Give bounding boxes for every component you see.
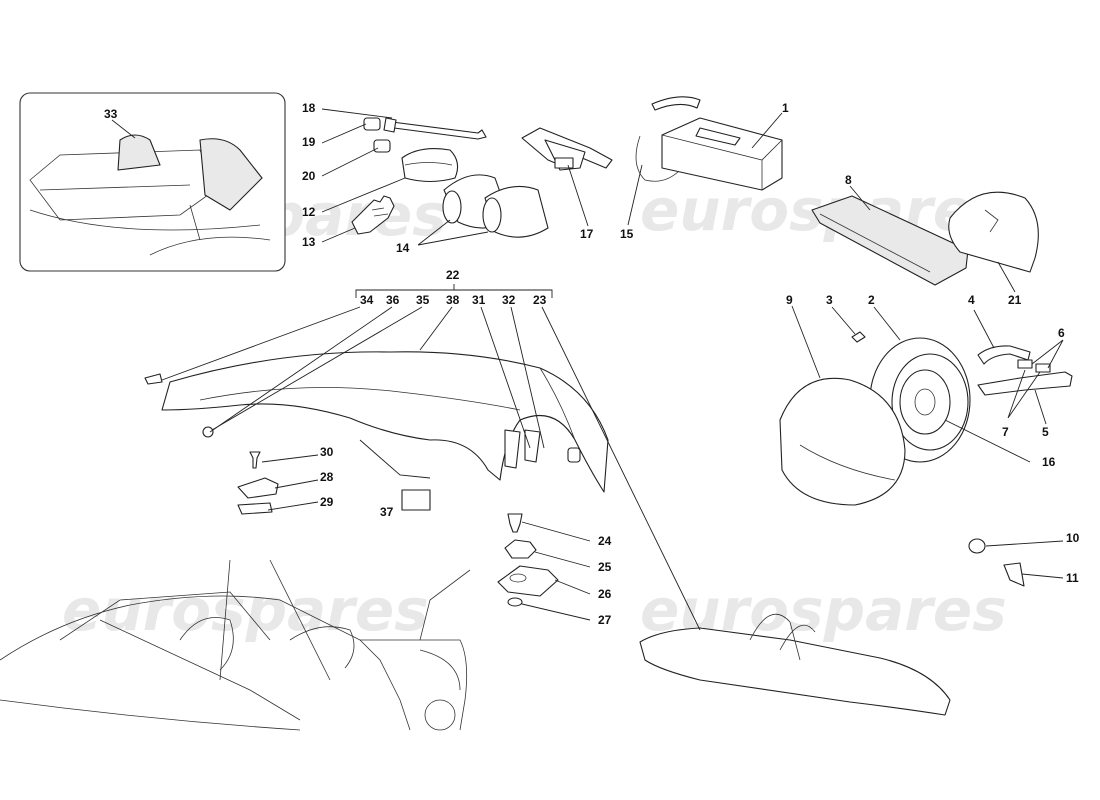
callout-24: 24	[598, 534, 612, 548]
callout-2: 2	[868, 293, 875, 307]
callout-26: 26	[598, 587, 612, 601]
callout-labels: 1 2 3 4 5 6 7 8 9 10 11 12 13 14 15 16 1…	[104, 101, 1080, 627]
callout-22: 22	[446, 268, 460, 282]
label-37[interactable]	[401, 489, 431, 511]
callout-28: 28	[320, 470, 334, 484]
callout-37: 37	[380, 505, 394, 519]
socket-20[interactable]	[373, 139, 391, 153]
battery-bag-1[interactable]	[661, 117, 783, 191]
bolt-24[interactable]	[507, 513, 523, 533]
callout-30: 30	[320, 445, 334, 459]
leader-lines	[111, 108, 1064, 631]
callout-5: 5	[1042, 425, 1049, 439]
badge-10[interactable]	[968, 538, 986, 554]
mat-8[interactable]	[811, 195, 969, 286]
bolt-30[interactable]	[249, 451, 261, 469]
wheel-bag-9[interactable]	[779, 377, 906, 506]
hardtop-cover[interactable]	[161, 351, 609, 493]
storage-bag-23[interactable]	[639, 613, 951, 716]
callout-34: 34	[360, 293, 374, 307]
gloves-13[interactable]	[351, 195, 395, 235]
callout-1: 1	[782, 101, 789, 115]
jack-17[interactable]	[521, 127, 613, 171]
car-outline	[0, 559, 471, 731]
cloth-rolls-14[interactable]	[442, 174, 549, 238]
callout-31: 31	[472, 293, 486, 307]
washer-27[interactable]	[507, 597, 523, 607]
callout-7: 7	[1002, 425, 1009, 439]
callout-33: 33	[104, 107, 118, 121]
callout-18: 18	[302, 101, 316, 115]
nut-35-36[interactable]	[202, 426, 214, 438]
pin-34[interactable]	[144, 373, 163, 385]
callout-8: 8	[845, 173, 852, 187]
badge-11[interactable]	[1003, 562, 1025, 587]
callout-29: 29	[320, 495, 334, 509]
callout-38: 38	[446, 293, 460, 307]
clip-6-7[interactable]	[1017, 359, 1051, 373]
strap-5[interactable]	[977, 371, 1073, 396]
callout-10: 10	[1066, 531, 1080, 545]
tool-pouch-12[interactable]	[401, 148, 459, 183]
callout-12: 12	[302, 205, 316, 219]
callout-19: 19	[302, 135, 316, 149]
spare-cover-21[interactable]	[948, 191, 1039, 273]
callout-20: 20	[302, 169, 316, 183]
callout-14: 14	[396, 241, 410, 255]
callout-35: 35	[416, 293, 430, 307]
bracket-26[interactable]	[497, 565, 559, 597]
callout-25: 25	[598, 560, 612, 574]
bracket-28[interactable]	[237, 477, 279, 499]
windscreen-inset[interactable]	[19, 92, 286, 272]
strap-15[interactable]	[635, 96, 701, 182]
callout-13: 13	[302, 235, 316, 249]
callout-11: 11	[1066, 571, 1079, 585]
callout-16: 16	[1042, 455, 1056, 469]
callout-4: 4	[968, 293, 975, 307]
wheel-brace-18[interactable]	[383, 117, 487, 140]
callout-36: 36	[386, 293, 400, 307]
callout-23: 23	[533, 293, 547, 307]
callout-17: 17	[580, 227, 594, 241]
valve-3[interactable]	[851, 331, 866, 343]
socket-19[interactable]	[363, 117, 381, 131]
callout-32: 32	[502, 293, 516, 307]
rubber-mount-25[interactable]	[504, 539, 537, 559]
callout-27: 27	[598, 613, 612, 627]
callout-3: 3	[826, 293, 833, 307]
callout-21: 21	[1008, 293, 1022, 307]
callout-9: 9	[786, 293, 793, 307]
group-bracket-22	[355, 284, 553, 298]
callout-15: 15	[620, 227, 634, 241]
plate-29[interactable]	[237, 502, 273, 515]
callout-6: 6	[1058, 326, 1065, 340]
